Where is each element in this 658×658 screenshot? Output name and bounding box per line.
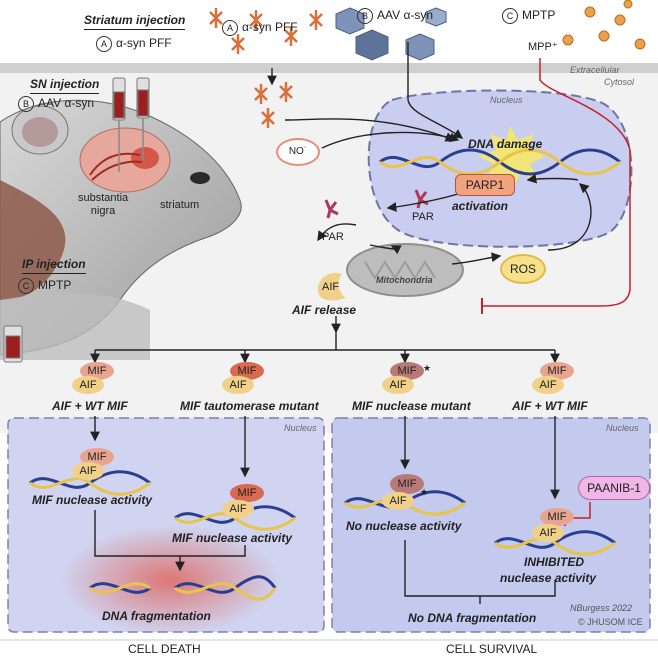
mif-lower-2: MIF bbox=[230, 484, 264, 502]
parp1-activation-label: activation bbox=[452, 199, 509, 213]
marker-b-icon: B bbox=[357, 8, 373, 24]
aif-1: AIF bbox=[72, 376, 104, 394]
par-nuclear-label: PAR bbox=[412, 211, 434, 223]
inhibited-label: INHIBITED bbox=[524, 555, 584, 569]
lower-nucleus-right bbox=[331, 417, 651, 633]
mif-wt-2: MIF bbox=[540, 362, 574, 380]
lower-arrows bbox=[90, 416, 560, 572]
mpp-label: MPP⁺ bbox=[528, 41, 558, 53]
pff-fibrils bbox=[209, 8, 323, 128]
merge-lines bbox=[94, 510, 556, 604]
par-glyph-cytosolic bbox=[324, 199, 339, 219]
mif-lower-1: MIF bbox=[80, 448, 114, 466]
mptp-molecules bbox=[562, 0, 646, 50]
mitochondria-label: Mitochondria bbox=[376, 275, 433, 285]
no-nuclease-activity-label: No nuclease activity bbox=[346, 519, 462, 533]
upper-nucleus-label: Nucleus bbox=[490, 95, 523, 105]
marker-c-icon: C bbox=[502, 8, 518, 24]
mutation-star-icon: ★ bbox=[423, 363, 432, 373]
mif-tautomerase-mutant: MIF bbox=[230, 362, 264, 380]
mif-lower-3: MIF bbox=[390, 474, 424, 494]
parp1-box: PARP1 bbox=[455, 174, 515, 196]
dna-fragmentation-label: DNA fragmentation bbox=[102, 609, 211, 623]
copyright-label: © JHUSOM ICE bbox=[578, 617, 643, 627]
par-cytosolic-label: PAR bbox=[322, 231, 344, 243]
marker-c-icon: C bbox=[18, 278, 34, 294]
sn-injection-title: SN injection bbox=[30, 78, 100, 94]
ros-bubble: ROS bbox=[500, 254, 546, 284]
aif-release-shape-label: AIF bbox=[322, 281, 340, 293]
aif-4: AIF bbox=[532, 376, 564, 394]
paanib-box: PAANIB-1 bbox=[578, 476, 650, 500]
left-nuclease-activity-2: MIF nuclease activity bbox=[172, 531, 293, 545]
extracellular-label: Extracellular bbox=[570, 65, 620, 75]
no-dna-fragmentation-label: No DNA fragmentation bbox=[408, 611, 537, 625]
cell-death-label: CELL DEATH bbox=[128, 642, 201, 656]
aif-3: AIF bbox=[382, 376, 414, 394]
marker-a-icon: A bbox=[96, 36, 112, 52]
mif-nuclease-mutant: MIF bbox=[390, 362, 424, 380]
mif-lower-4: MIF bbox=[540, 508, 574, 526]
inhibited-nuclease-activity-label: nuclease activity bbox=[500, 571, 597, 585]
lower-right-nucleus-label: Nucleus bbox=[606, 423, 639, 433]
syringe-striatum bbox=[136, 77, 150, 160]
aif-lower-3: AIF bbox=[382, 492, 414, 510]
syringe-ip bbox=[3, 325, 23, 363]
cytosol-label: Cytosol bbox=[604, 77, 635, 87]
aif-lower-4: AIF bbox=[532, 524, 564, 542]
substantia-nigra-label: substantia nigra bbox=[78, 192, 129, 217]
no-bubble: NO˙ bbox=[276, 138, 320, 166]
artist-signature: NBurgess 2022 bbox=[570, 603, 633, 613]
branch-2-label: MIF tautomerase mutant bbox=[180, 399, 319, 413]
cell-survival-label: CELL SURVIVAL bbox=[446, 642, 538, 656]
lower-left-nucleus-label: Nucleus bbox=[284, 423, 317, 433]
membrane-band bbox=[0, 63, 658, 73]
left-nuclease-activity-1: MIF nuclease activity bbox=[32, 493, 153, 507]
syringe-sn bbox=[112, 77, 126, 172]
branch-1-label: AIF + WT MIF bbox=[52, 399, 128, 413]
mutation-star-lower-icon: ★ bbox=[420, 487, 429, 497]
striatum-label: striatum bbox=[160, 199, 200, 211]
ip-injection-title: IP injection bbox=[22, 258, 86, 274]
aif-2: AIF bbox=[222, 376, 254, 394]
mouse-illustration bbox=[0, 99, 242, 360]
mpp-inhibition-path bbox=[482, 58, 631, 307]
striatum-injection-title: Striatum injection bbox=[84, 14, 186, 30]
marker-a-icon: A bbox=[222, 20, 238, 36]
aif-lower-2: AIF bbox=[222, 500, 254, 518]
dna-damage-label: DNA damage bbox=[468, 137, 543, 151]
branch-3-label: MIF nuclease mutant bbox=[352, 399, 471, 413]
dna-helix-upper bbox=[379, 148, 621, 176]
aif-shape-release bbox=[317, 272, 346, 301]
marker-b-icon: B bbox=[18, 96, 34, 112]
mif-wt-1: MIF bbox=[80, 362, 114, 380]
branch-lines bbox=[95, 332, 555, 351]
fragmentation-glow bbox=[60, 525, 280, 635]
aif-lower-1: AIF bbox=[72, 462, 104, 480]
aif-release-label: AIF release bbox=[292, 303, 357, 317]
mitochondrion bbox=[346, 243, 464, 297]
branch-4-label: AIF + WT MIF bbox=[512, 399, 588, 413]
